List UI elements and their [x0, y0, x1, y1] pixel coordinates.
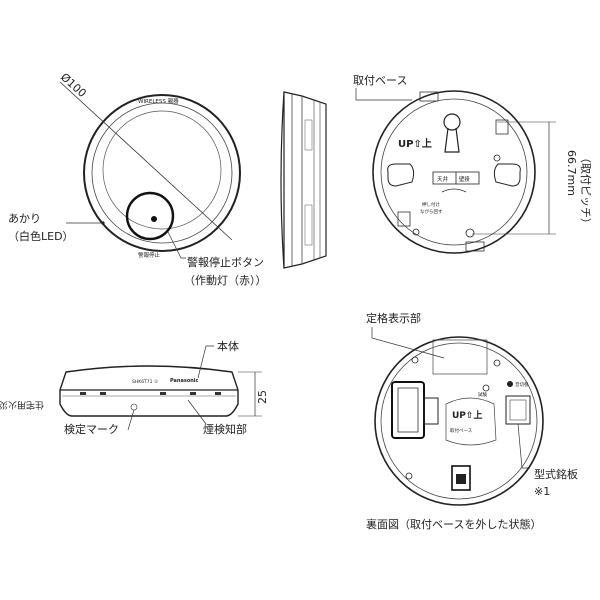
rotate-arrow-icon	[441, 188, 467, 193]
back-screw-hole	[405, 472, 413, 480]
profile-vent	[304, 204, 313, 246]
inspection-label: 検定マーク	[64, 422, 119, 436]
height-value: 25	[256, 390, 269, 404]
bottom-clip	[451, 465, 471, 491]
sound-switch-icon	[507, 381, 513, 387]
nameplate-label: 型式銘板	[534, 467, 578, 481]
ceiling-label: 天井	[437, 175, 449, 183]
base-tab	[397, 211, 411, 227]
diameter-label: Ø100	[58, 71, 89, 101]
diameter-line	[59, 81, 233, 241]
pitch-value: 66.7mm	[565, 150, 578, 196]
front-view: Ø100 WIRELESS 親器 警報停止 あかり （白色LED） 警報停止ボタ…	[8, 71, 267, 287]
test-label: 試験	[478, 391, 487, 398]
inspection-leader	[127, 409, 135, 431]
keyhole-slot	[444, 127, 460, 153]
base-up-mark: UP⇧上	[398, 137, 432, 150]
nameplate-note: ※1	[534, 485, 550, 498]
model-text: SHK6T71 ①	[132, 379, 158, 385]
back-outer-ring	[374, 336, 544, 506]
smoke-vent	[215, 392, 221, 395]
smoke-vent	[190, 392, 196, 395]
button-lamp-label: （作動灯（赤））	[184, 273, 267, 287]
rating-leader	[371, 327, 445, 359]
front-inner-ring	[91, 102, 233, 244]
alarm-stop-button[interactable]	[125, 191, 175, 241]
smoke-vent	[100, 392, 106, 395]
led-label: あかり	[8, 212, 41, 225]
battery-connector	[423, 397, 439, 425]
led-icon	[101, 221, 105, 225]
inspection-mark-icon	[130, 403, 138, 411]
keyhole-icon	[443, 113, 461, 131]
profile-vent	[304, 119, 313, 151]
up-area	[445, 397, 497, 446]
clip-inner	[456, 474, 466, 484]
profile-cap	[280, 91, 285, 269]
back-caption: 裏面図（取付ベースを外した状態）	[366, 517, 541, 531]
pitch-note: （取付ピッチ）	[579, 152, 592, 229]
back-view: UP⇧上 取付ベース 試験 音切替 定格表示部 型式銘板 ※1 裏面図（取付ベー…	[366, 311, 578, 531]
rating-plate	[432, 339, 488, 375]
base-tab	[465, 241, 485, 252]
operation-lamp	[151, 216, 157, 222]
back-inner-ring	[380, 342, 538, 500]
screw-hole	[493, 154, 501, 162]
side-profile-view	[280, 91, 327, 269]
brand-text: WIRELESS 親器	[138, 97, 179, 105]
front-face	[102, 110, 222, 230]
test-switch-icon	[482, 384, 490, 392]
screw-hole	[465, 228, 475, 238]
smoke-label: 煙検知部	[203, 422, 247, 436]
battery-compartment	[391, 381, 425, 439]
rating-label: 定格表示部	[366, 311, 421, 325]
base-title: 取付ベース	[353, 74, 407, 87]
body-outline	[59, 365, 239, 417]
side-view: SHK6T71 ① Panasonic 住宅用火災警報器 25 本体 検定マーク…	[0, 339, 269, 436]
smoke-vent	[160, 392, 166, 395]
screw-hole	[412, 228, 420, 236]
turn-instruction-1: 押し付け	[422, 201, 440, 208]
screw-slot-right	[493, 163, 521, 187]
turn-instruction-2: ながら回す	[420, 208, 443, 215]
front-outer-ring	[83, 94, 241, 252]
smoke-leader	[187, 399, 207, 425]
base-outer-ring	[372, 90, 536, 254]
button-printed-text: 警報停止	[138, 251, 161, 259]
printed-text: 住宅用火災警報器	[0, 399, 44, 411]
back-screw-hole	[493, 359, 501, 367]
base-leader	[355, 88, 412, 101]
nameplate-leader	[517, 423, 530, 469]
button-leader	[167, 231, 186, 259]
mounting-base-view: UP⇧上 天井 壁掛 押し付け ながら回す 取付ベース 66.7mm （取付ピッ…	[353, 74, 592, 254]
base-inner-ring	[380, 98, 528, 246]
nameplate-inner	[509, 399, 527, 421]
base-tab	[419, 91, 439, 102]
body-label: 本体	[217, 339, 239, 353]
body-leader	[197, 345, 214, 379]
switch-label: 音切替	[515, 381, 529, 388]
screw-slot-left	[387, 163, 415, 187]
back-screw-hole	[411, 356, 419, 364]
smoke-vent	[80, 392, 86, 395]
back-up-mark: UP⇧上	[452, 409, 482, 421]
button-label: 警報停止ボタン	[187, 255, 264, 269]
brand-name: Panasonic	[170, 378, 199, 384]
base-tab	[495, 119, 509, 135]
led-color-label: （白色LED）	[8, 229, 74, 243]
battery-inner	[397, 387, 419, 433]
back-small-text: 取付ベース	[450, 427, 473, 434]
wall-label: 壁掛	[459, 175, 471, 183]
